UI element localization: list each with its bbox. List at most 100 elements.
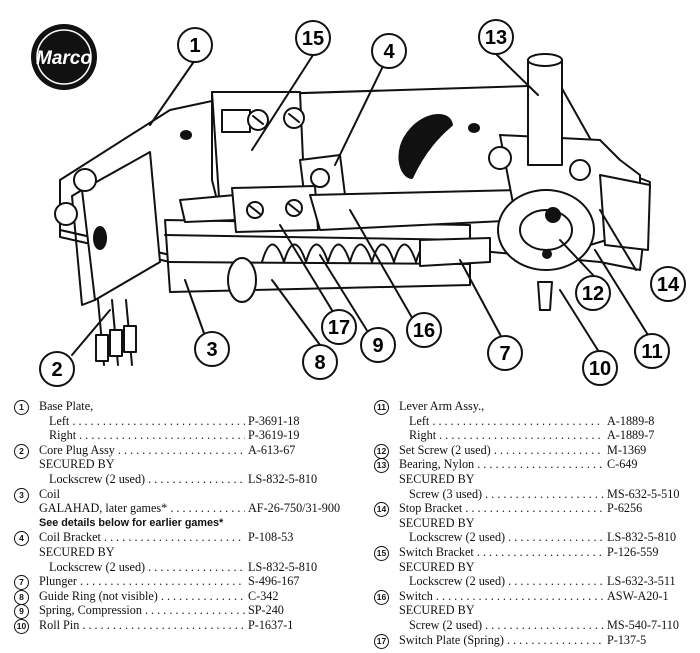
callout-8: 8 — [302, 344, 338, 380]
svg-text:4: 4 — [383, 41, 395, 63]
part-number: P-6256 — [604, 501, 643, 516]
parts-entry: 12 Set Screw (2 used) . . . . . . . . . .… — [374, 442, 694, 459]
item-number-badge: 14 — [374, 502, 389, 518]
part-number: LS-632-3-511 — [604, 574, 676, 589]
part-number: LS-832-5-810 — [245, 559, 318, 575]
part-number: A-1889-8 — [604, 413, 655, 429]
parts-row: Left . . . . . . . . . . . . . . . . . .… — [14, 413, 354, 429]
part-number: P-137-5 — [604, 632, 647, 648]
part-description: Bearing, Nylon . . . . . . . . . . . . .… — [399, 457, 604, 472]
part-number: P-1637-1 — [245, 617, 294, 633]
part-description: Set Screw (2 used) . . . . . . . . . . .… — [399, 442, 604, 457]
part-number: P-3691-18 — [245, 413, 300, 429]
svg-text:11: 11 — [641, 341, 662, 363]
callout-16: 16 — [406, 312, 442, 348]
part-number: AF-26-750/31-900 — [245, 501, 341, 516]
part-number: S-496-167 — [245, 574, 300, 589]
parts-row: SECURED BY — [374, 516, 694, 531]
item-number-badge: 7 — [14, 575, 29, 591]
part-description: Spring, Compression . . . . . . . . . . … — [39, 603, 245, 618]
flipper-assembly-drawing: Marco 1 2 3 4 8 9 10 11 12 13 14 15 16 1… — [31, 19, 686, 387]
part-description: SECURED BY — [399, 559, 475, 574]
svg-text:3: 3 — [206, 339, 217, 361]
part-description: Left . . . . . . . . . . . . . . . . . .… — [409, 413, 604, 428]
svg-text:7: 7 — [499, 343, 510, 365]
part-description: GALAHAD, later games* . . . . . . . . . … — [39, 501, 245, 516]
part-description: SECURED BY — [39, 457, 115, 472]
part-description: SECURED BY — [399, 515, 475, 530]
parts-row: SECURED BY — [374, 560, 694, 575]
kidney-slot — [398, 114, 453, 179]
part-description: Guide Ring (not visible) . . . . . . . .… — [39, 588, 245, 603]
switch — [231, 185, 319, 233]
parts-row: Screw (2 used) . . . . . . . . . . . . .… — [374, 617, 694, 633]
part-number: C-342 — [245, 588, 279, 604]
parts-note-row: See details below for earlier games* — [14, 516, 354, 531]
part-description: Switch . . . . . . . . . . . . . . . . .… — [399, 588, 604, 603]
part-description: SECURED BY — [399, 603, 475, 618]
switch-plate — [179, 194, 236, 223]
part-description: Lever Arm Assy., — [399, 399, 485, 413]
part-description: Roll Pin . . . . . . . . . . . . . . . .… — [39, 617, 245, 632]
callout-14: 14 — [650, 266, 686, 302]
parts-row: SECURED BY — [14, 545, 354, 560]
parts-row: GALAHAD, later games* . . . . . . . . . … — [14, 501, 354, 516]
callout-11: 11 — [634, 333, 670, 369]
callout-4: 4 — [371, 33, 407, 69]
parts-row: 7 Plunger . . . . . . . . . . . . . . . .… — [14, 574, 354, 591]
parts-row: Lockscrew (2 used) . . . . . . . . . . .… — [14, 471, 354, 487]
part-description: Base Plate, — [39, 399, 94, 413]
parts-row: Lockscrew (2 used) . . . . . . . . . . .… — [14, 559, 354, 575]
svg-text:17: 17 — [328, 317, 350, 339]
item-number-badge: 2 — [14, 443, 29, 459]
callout-17: 17 — [321, 309, 357, 345]
part-description: Coil Bracket . . . . . . . . . . . . . .… — [39, 530, 245, 545]
svg-text:16: 16 — [413, 320, 435, 342]
parts-note: See details below for earlier games* — [39, 516, 224, 529]
parts-row: SECURED BY — [374, 472, 694, 487]
callout-9: 9 — [360, 327, 396, 363]
svg-text:12: 12 — [582, 283, 604, 305]
parts-row: 12 Set Screw (2 used) . . . . . . . . . .… — [374, 442, 694, 459]
callout-1: 1 — [177, 27, 213, 63]
item-number-badge: 12 — [374, 443, 389, 459]
part-number: P-3619-19 — [245, 428, 300, 443]
part-number: LS-832-5-810 — [604, 530, 677, 545]
parts-row: SECURED BY — [374, 603, 694, 618]
parts-row: Lockscrew (2 used) . . . . . . . . . . .… — [374, 530, 694, 545]
parts-row: Right . . . . . . . . . . . . . . . . . … — [14, 428, 354, 443]
part-description: Lockscrew (2 used) . . . . . . . . . . .… — [409, 574, 604, 589]
part-description: Lockscrew (2 used) . . . . . . . . . . .… — [409, 530, 604, 545]
parts-row: Left . . . . . . . . . . . . . . . . . .… — [374, 413, 694, 429]
callout-2: 2 — [39, 351, 75, 387]
callout-7: 7 — [487, 335, 523, 371]
item-number-badge: 11 — [374, 400, 389, 415]
part-description: Switch Bracket . . . . . . . . . . . . .… — [399, 544, 604, 559]
part-description: Lockscrew (2 used) . . . . . . . . . . .… — [49, 559, 245, 574]
callout-13: 13 — [478, 19, 514, 55]
svg-text:Marco: Marco — [36, 48, 92, 69]
part-description: Right . . . . . . . . . . . . . . . . . … — [49, 428, 245, 443]
item-number-badge: 17 — [374, 633, 389, 649]
callout-3: 3 — [194, 331, 230, 367]
part-description: Screw (3 used) . . . . . . . . . . . . .… — [409, 486, 604, 501]
item-number-badge: 16 — [374, 589, 389, 605]
parts-row: 16 Switch . . . . . . . . . . . . . . . .… — [374, 588, 694, 605]
part-number: MS-632-5-510 — [604, 486, 680, 502]
part-description: Left . . . . . . . . . . . . . . . . . .… — [49, 413, 245, 428]
parts-row: SECURED BY — [14, 457, 354, 472]
part-number: A-613-67 — [245, 442, 296, 458]
part-description: Plunger . . . . . . . . . . . . . . . . … — [39, 574, 245, 589]
